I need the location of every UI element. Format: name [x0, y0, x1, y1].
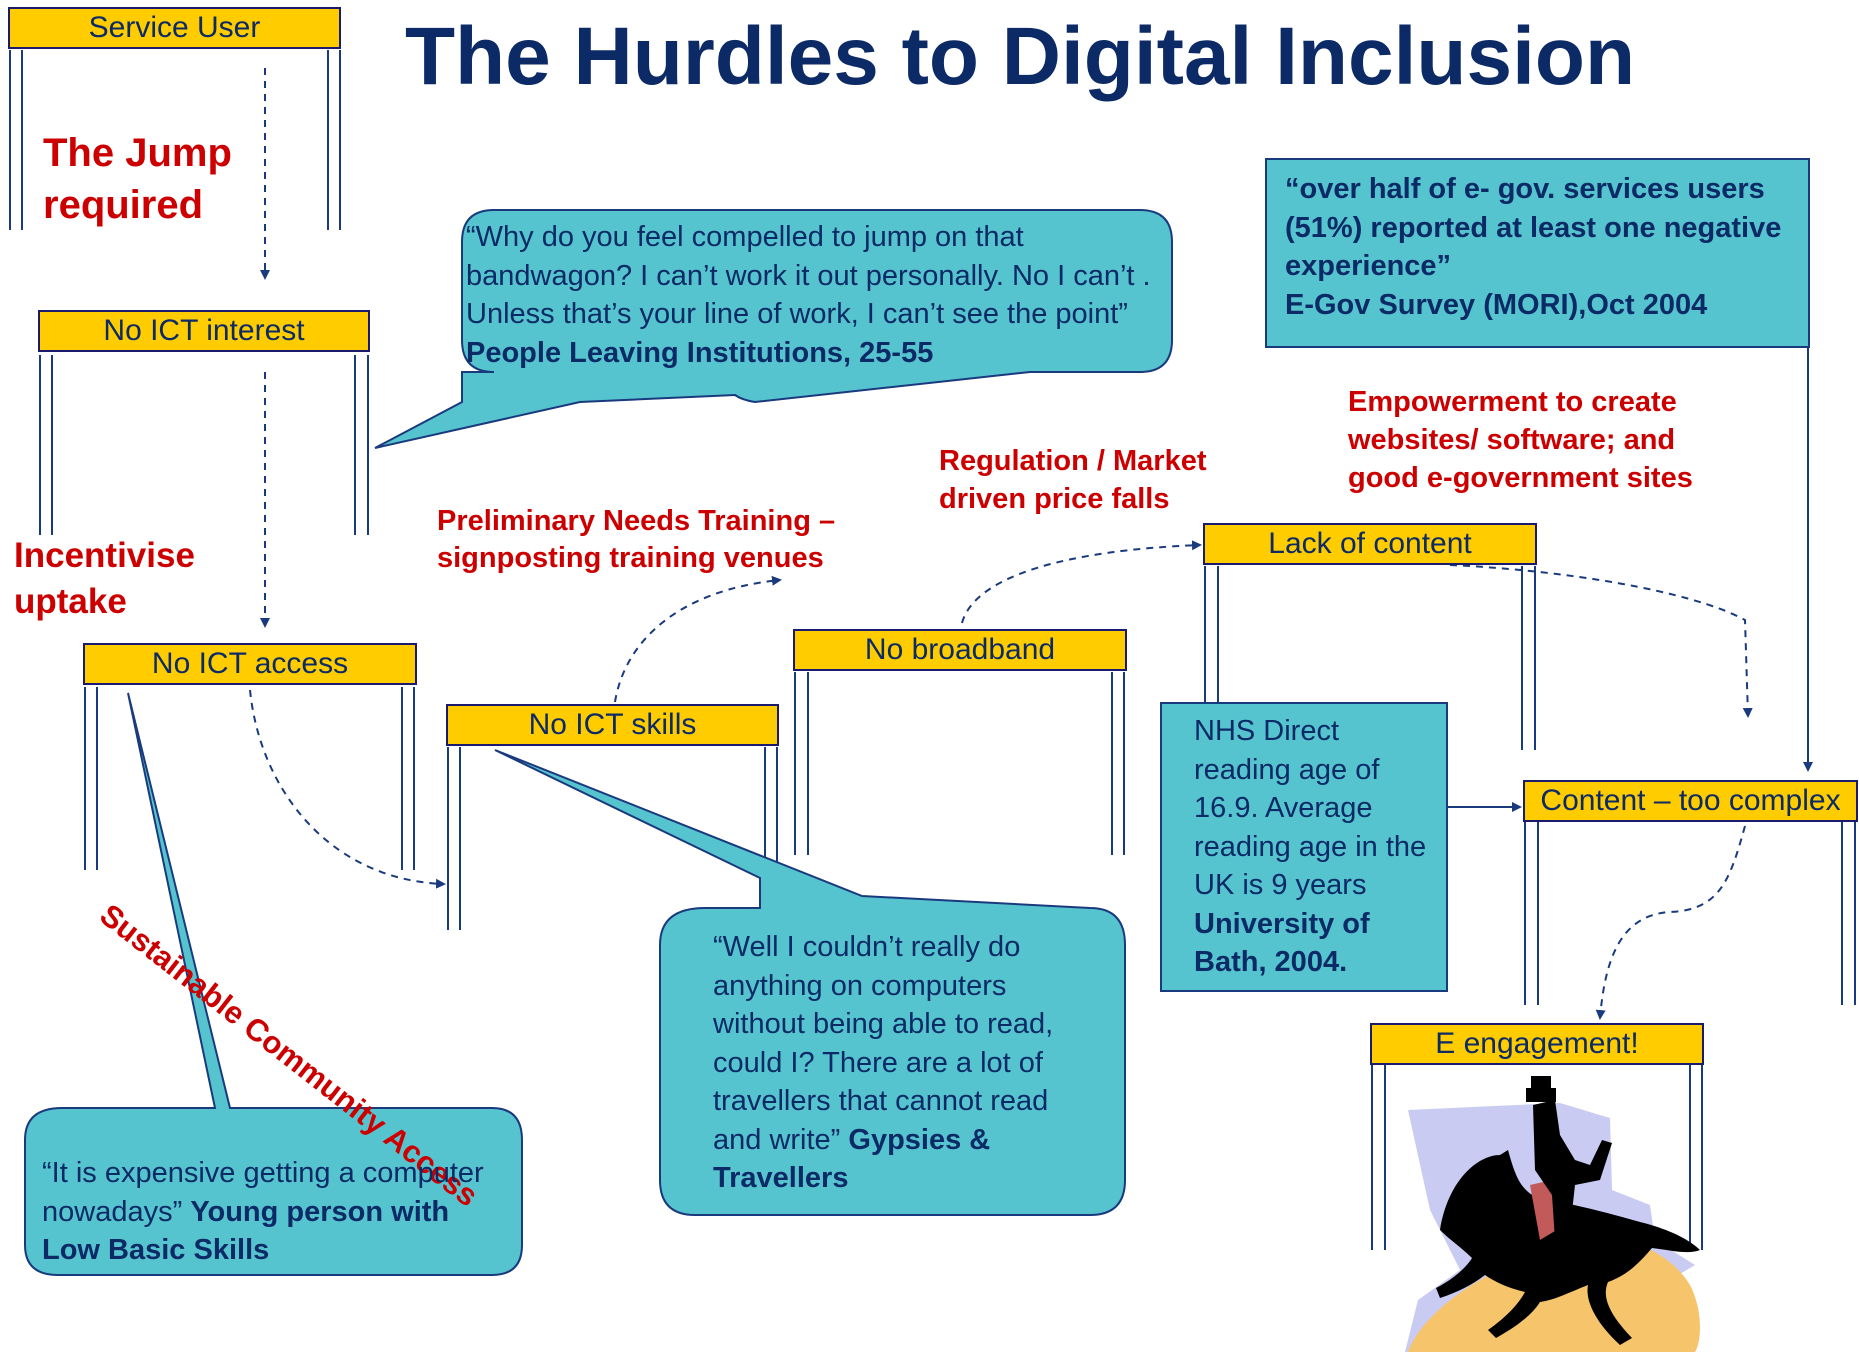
horse-rider-icon — [1405, 1076, 1700, 1352]
solid-arrows — [1448, 345, 1813, 812]
dashed-arrows — [249, 68, 1753, 1020]
callout-people-leaving — [374, 209, 1173, 449]
gateway-service-user: Service User — [8, 7, 341, 49]
quote-people-leaving-source: People Leaving Institutions, 25-55 — [466, 336, 934, 369]
quote-young-person-source: Young person with Low Basic Skills — [42, 1195, 450, 1267]
label-empowerment: Empowerment to create websites/ software… — [1348, 386, 1693, 494]
gateway-posts — [9, 50, 1856, 1250]
quote-gypsies-text: “Well I couldn’t really do anything on c… — [713, 931, 1054, 1156]
gateway-no-broadband: No broadband — [793, 629, 1127, 671]
label-preliminary: Preliminary Needs Training – signposting… — [437, 505, 836, 574]
gateway-content-too-complex: Content – too complex — [1523, 780, 1858, 822]
quote-gypsies-source: Gypsies & Travellers — [713, 1123, 991, 1195]
gateway-no-ict-interest: No ICT interest — [38, 310, 370, 352]
label-the-jump: The Jump required — [43, 131, 232, 227]
egov-survey-source: E-Gov Survey (MORI),Oct 2004 — [1285, 288, 1708, 321]
gateway-no-ict-access: No ICT access — [83, 643, 417, 685]
callout-young-person — [24, 692, 523, 1276]
gateway-lack-of-content: Lack of content — [1203, 523, 1537, 565]
quote-people-leaving-text: “Why do you feel compelled to jump on th… — [466, 221, 1151, 330]
callout-shapes — [24, 209, 1173, 1276]
quote-people-leaving: “Why do you feel compelled to jump on th… — [466, 218, 1166, 372]
label-regulation: Regulation / Market driven price falls — [939, 445, 1207, 515]
nhs-box: NHS Direct reading age of 16.9. Average … — [1160, 702, 1448, 992]
egov-survey-text: “over half of e- gov. services users (51… — [1285, 173, 1782, 282]
gateway-no-ict-skills: No ICT skills — [446, 704, 779, 746]
nhs-text: NHS Direct reading age of 16.9. Average … — [1194, 715, 1427, 901]
label-incentivise: Incentivise uptake — [14, 536, 195, 621]
callout-gypsies — [494, 749, 1126, 1216]
gateway-e-engagement: E engagement! — [1370, 1023, 1704, 1065]
nhs-source: University of Bath, 2004. — [1194, 907, 1370, 979]
quote-young-person-text: “It is expensive getting a computer nowa… — [42, 1157, 484, 1228]
page-title: The Hurdles to Digital Inclusion — [404, 11, 1636, 102]
quote-young-person: “It is expensive getting a computer nowa… — [42, 1154, 502, 1270]
egov-survey-box: “over half of e- gov. services users (51… — [1265, 158, 1810, 348]
quote-gypsies: “Well I couldn’t really do anything on c… — [713, 928, 1103, 1198]
